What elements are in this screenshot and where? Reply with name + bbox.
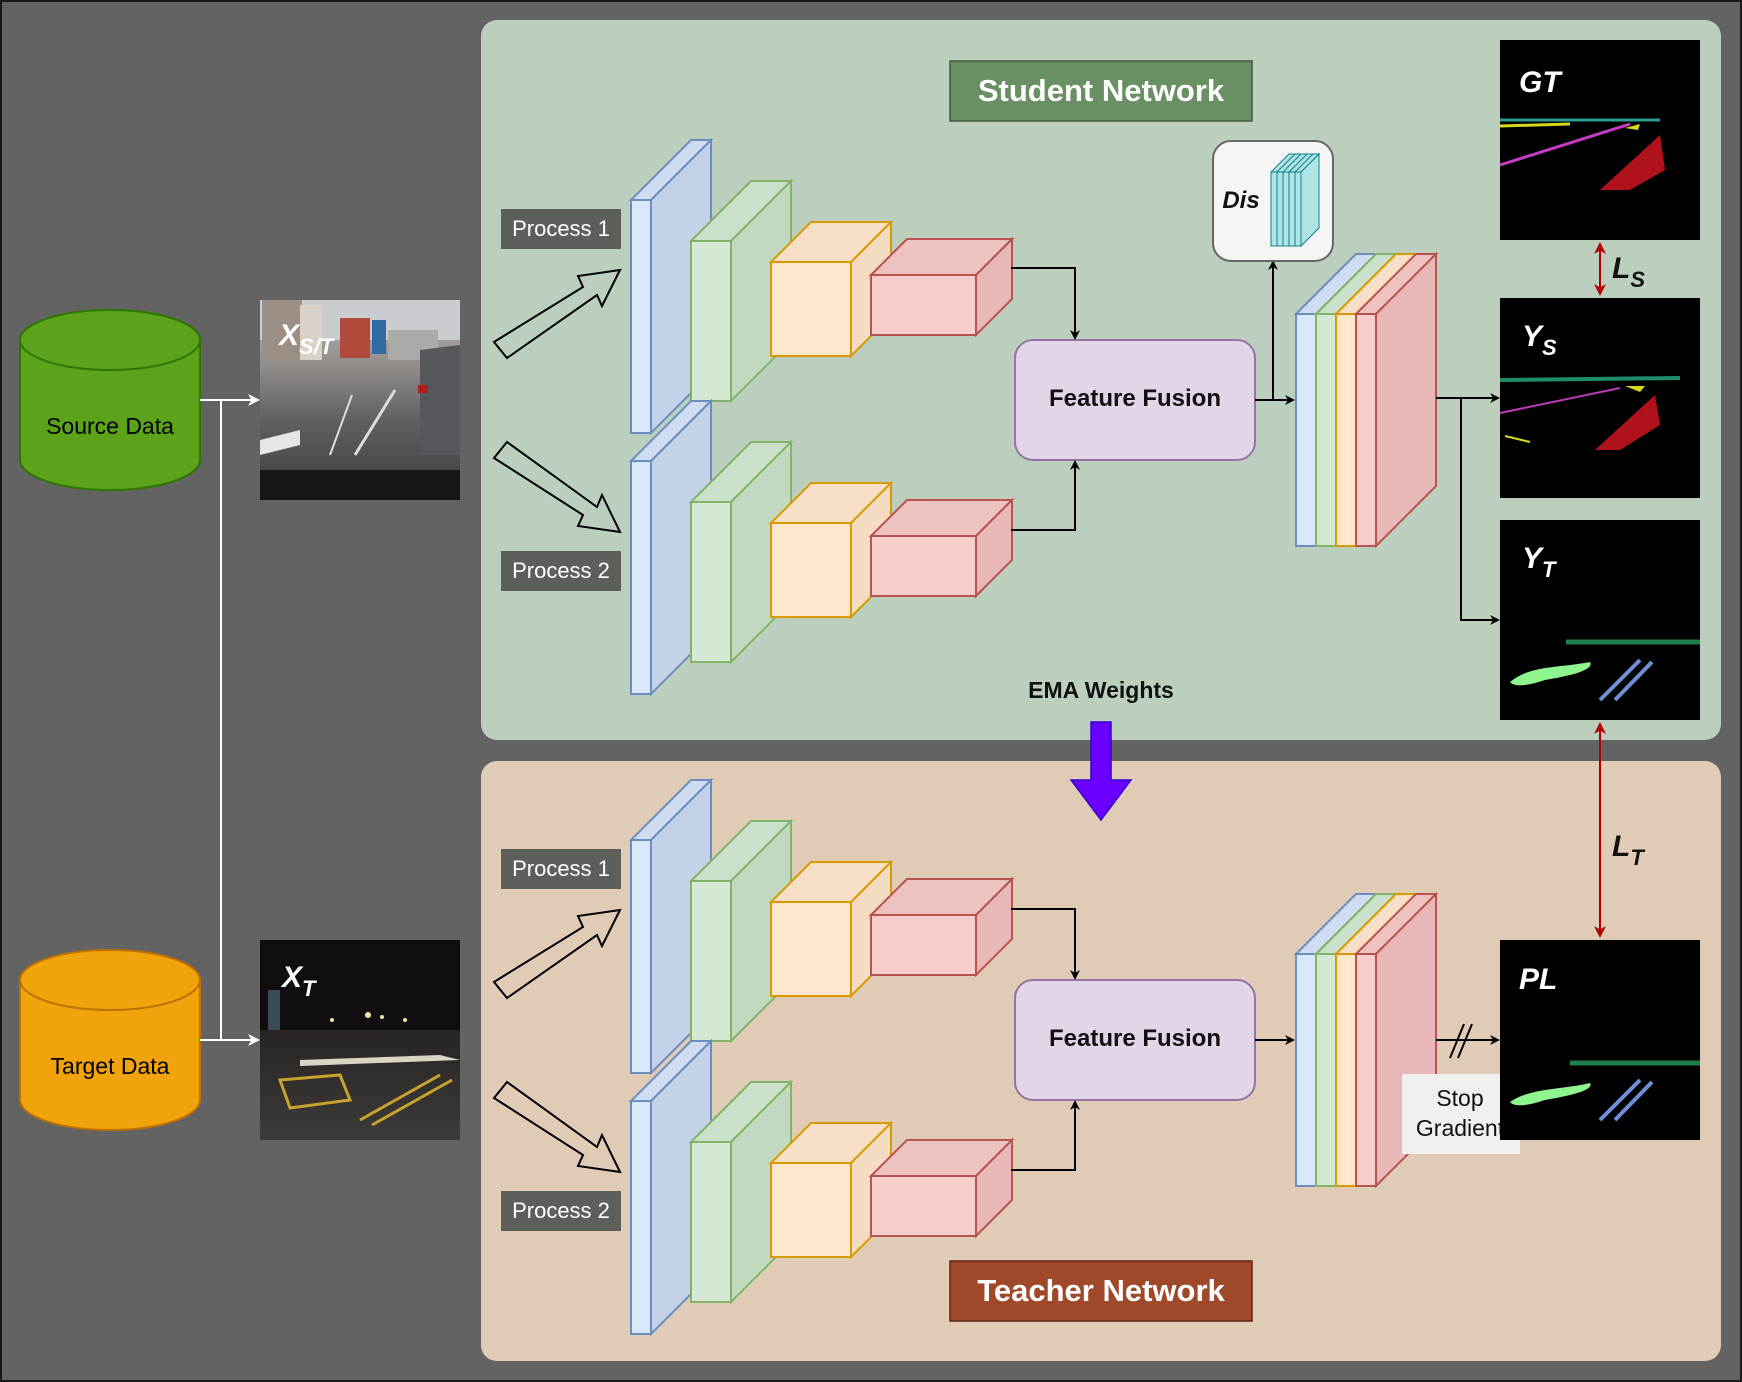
teacher-stack-layer-orange-front	[1335, 953, 1357, 1187]
teacher-process2-label: Process 2	[512, 1198, 610, 1223]
student-title-box	[949, 60, 1253, 122]
student-feature-fusion: Feature Fusion	[1014, 339, 1256, 461]
teacher-p1-block-orange-front	[770, 901, 852, 997]
student-stack-layer-red	[1353, 251, 1439, 549]
teacher-stack-layer-blue-front	[1295, 953, 1317, 1187]
xt-label: XT	[280, 961, 317, 1001]
student-process1-arrow	[492, 268, 622, 360]
teacher-process2-arrow	[492, 1080, 622, 1174]
teacher-p2-block-red-front	[870, 1175, 977, 1237]
yt-label: YT	[1522, 542, 1557, 582]
teacher-p2-block-blue	[628, 1038, 714, 1337]
teacher-p1-block-red	[868, 876, 1015, 978]
student-p2-block-blue-front	[630, 460, 652, 695]
teacher-p2-block-red	[868, 1137, 1015, 1239]
student-process1-label: Process 1	[512, 216, 610, 241]
teacher-p2-block-orange-front	[770, 1162, 852, 1258]
student-title: Student Network	[978, 73, 1225, 108]
stop-gradient-line2: Gradient	[1416, 1115, 1505, 1141]
stop-gradient-line1: Stop	[1436, 1085, 1483, 1111]
pl-label: PL	[1519, 963, 1557, 996]
teacher-feature-fusion: Feature Fusion	[1014, 979, 1256, 1101]
yt-mask: YT	[1500, 520, 1700, 720]
ys-mask: YS	[1499, 298, 1700, 498]
teacher-process1-arrow	[492, 908, 622, 1000]
teacher-p1-block-blue-front	[630, 839, 652, 1074]
student-p2-block-green-front	[690, 501, 732, 663]
ls-label: LS	[1612, 252, 1645, 292]
student-stack-layer-blue-front	[1295, 313, 1317, 547]
student-decoder-stack	[1293, 251, 1439, 549]
teacher-p2-block-green-front	[690, 1141, 732, 1303]
student-stack-layer-green-front	[1315, 313, 1337, 547]
student-p1-block-orange-front	[770, 261, 852, 357]
teacher-fusion-label: Feature Fusion	[1049, 1025, 1221, 1052]
teacher-title-box	[949, 1260, 1253, 1322]
teacher-stack-layer-red-front	[1355, 953, 1377, 1187]
gt-mask: GT	[1499, 40, 1700, 240]
input-routing	[200, 394, 260, 1046]
source-image: XS/T	[260, 300, 460, 500]
student-process2-label: Process 2	[512, 558, 610, 583]
ema-arrow	[1069, 721, 1133, 822]
teacher-stack-layer-orange	[1333, 893, 1419, 1187]
student-process2-arrow	[492, 440, 622, 534]
source-data-cylinder: Source Data	[19, 309, 201, 491]
student-p1-block-green-front	[690, 240, 732, 402]
teacher-stack-layer-green-front	[1315, 953, 1337, 1187]
fusion-connectors	[1011, 260, 1295, 1171]
teacher-p1-block-green-front	[690, 880, 732, 1042]
discriminator-box: Dis	[1212, 140, 1334, 262]
student-p2-block-red-front	[870, 535, 977, 597]
teacher-process1-label: Process 1	[512, 856, 610, 881]
student-stack-layer-red-front	[1355, 313, 1377, 547]
student-p1-block-red-front	[870, 274, 977, 336]
process-arrows	[492, 268, 622, 1174]
student-encoder-blocks	[628, 137, 1015, 697]
target-data-cylinder: Target Data	[19, 949, 201, 1131]
pl-mask: PL	[1500, 940, 1700, 1140]
teacher-p1-block-orange	[768, 859, 894, 999]
ema-label: EMA Weights	[1028, 677, 1174, 703]
source-data-label: Source Data	[46, 413, 174, 439]
discriminator-icon	[1269, 152, 1321, 248]
teacher-title: Teacher Network	[977, 1273, 1225, 1308]
student-fusion-label: Feature Fusion	[1049, 385, 1221, 412]
student-p2-block-orange-front	[770, 522, 852, 618]
target-image: XT	[260, 940, 460, 1140]
student-p1-block-blue-front	[630, 199, 652, 434]
teacher-p1-block-red-front	[870, 914, 977, 976]
ys-label: YS	[1522, 320, 1557, 360]
student-p1-block-red	[868, 236, 1015, 338]
student-p1-block-orange	[768, 219, 894, 359]
target-data-label: Target Data	[51, 1053, 170, 1079]
student-stack-layer-orange-front	[1335, 313, 1357, 547]
dis-label: Dis	[1222, 187, 1259, 214]
teacher-encoder-blocks	[628, 777, 1015, 1337]
teacher-p2-block-blue-front	[630, 1100, 652, 1335]
gt-label: GT	[1519, 66, 1563, 99]
process-labels: Process 1 Process 2 Process 1 Process 2	[501, 209, 621, 1231]
output-connectors	[1436, 393, 1500, 1059]
student-p2-block-red	[868, 497, 1015, 599]
lt-label: LT	[1612, 830, 1645, 870]
xst-label: XS/T	[277, 319, 335, 359]
